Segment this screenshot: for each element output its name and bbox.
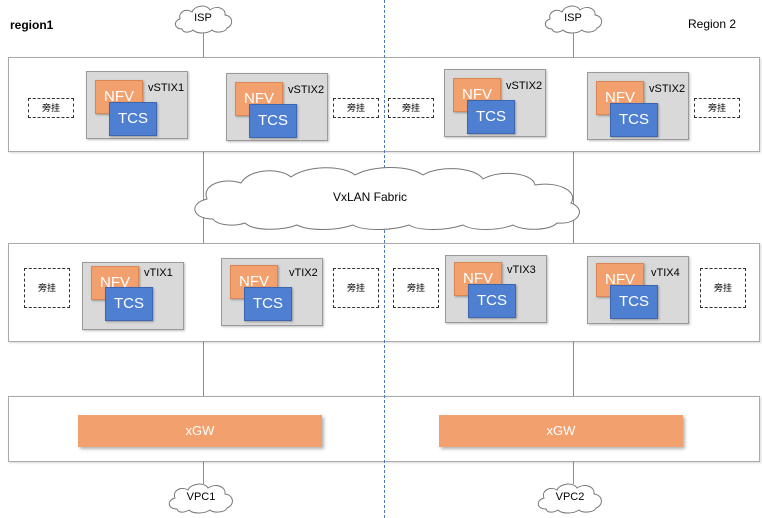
isp-label-left: ISP: [194, 12, 212, 24]
link-line: [573, 28, 574, 58]
vstix-node-3: NFV TCS vSTIX2: [444, 69, 546, 137]
bypass-box: 旁挂: [28, 98, 74, 118]
link-line: [573, 460, 574, 484]
region-divider: [384, 0, 385, 518]
tcs-block: TCS: [610, 103, 658, 137]
vxlan-fabric-label: VxLAN Fabric: [332, 190, 408, 204]
bypass-box: 旁挂: [388, 98, 434, 118]
tcs-block: TCS: [249, 104, 297, 138]
bypass-box: 旁挂: [700, 268, 746, 308]
tcs-block: TCS: [109, 102, 157, 136]
tcs-block: TCS: [467, 100, 515, 134]
node-label: vTIX2: [289, 267, 318, 279]
tcs-block: TCS: [610, 285, 658, 319]
node-label: vTIX1: [144, 267, 173, 279]
xgw-left: xGW: [78, 415, 322, 447]
node-label: vSTIX2: [506, 80, 543, 92]
bypass-box: 旁挂: [694, 98, 740, 118]
vstix-node-4: NFV TCS vSTIX2: [587, 72, 689, 140]
xgw-right: xGW: [439, 415, 683, 447]
bypass-box: 旁挂: [333, 98, 379, 118]
vpc-cloud-left: [168, 483, 233, 514]
bypass-box: 旁挂: [393, 268, 439, 308]
vtix-node-4: NFV TCS vTIX4: [587, 256, 689, 324]
vstix-node-1: NFV TCS vSTIX1: [86, 71, 188, 139]
link-line: [203, 28, 204, 58]
node-label: vTIX4: [651, 267, 680, 279]
node-label: vSTIX2: [288, 84, 325, 96]
tcs-block: TCS: [468, 284, 516, 318]
link-line: [203, 340, 204, 396]
vtix-node-2: NFV TCS vTIX2: [221, 258, 323, 326]
vstix-node-2: NFV TCS vSTIX2: [226, 73, 328, 141]
node-label: vSTIX1: [148, 82, 185, 94]
vtix-node-1: NFV TCS vTIX1: [82, 262, 184, 330]
vxlan-fabric-cloud: [194, 167, 580, 230]
vtix-node-3: NFV TCS vTIX3: [445, 255, 547, 323]
bypass-box: 旁挂: [333, 268, 379, 308]
link-line: [203, 460, 204, 484]
isp-cloud-left: [174, 5, 233, 34]
region-label-left: region1: [10, 18, 54, 32]
node-label: vTIX3: [507, 264, 536, 276]
link-line: [203, 150, 204, 243]
vpc-label-left: VPC1: [186, 491, 216, 503]
isp-label-right: ISP: [564, 12, 582, 24]
link-line: [573, 340, 574, 396]
node-label: vSTIX2: [649, 83, 686, 95]
isp-cloud-right: [544, 5, 603, 34]
tcs-block: TCS: [244, 287, 292, 321]
link-line: [573, 150, 574, 243]
tcs-block: TCS: [105, 287, 153, 321]
vpc-cloud-right: [537, 483, 602, 514]
region-label-right: Region 2: [688, 17, 737, 31]
vpc-label-right: VPC2: [555, 491, 585, 503]
bypass-box: 旁挂: [24, 268, 70, 308]
